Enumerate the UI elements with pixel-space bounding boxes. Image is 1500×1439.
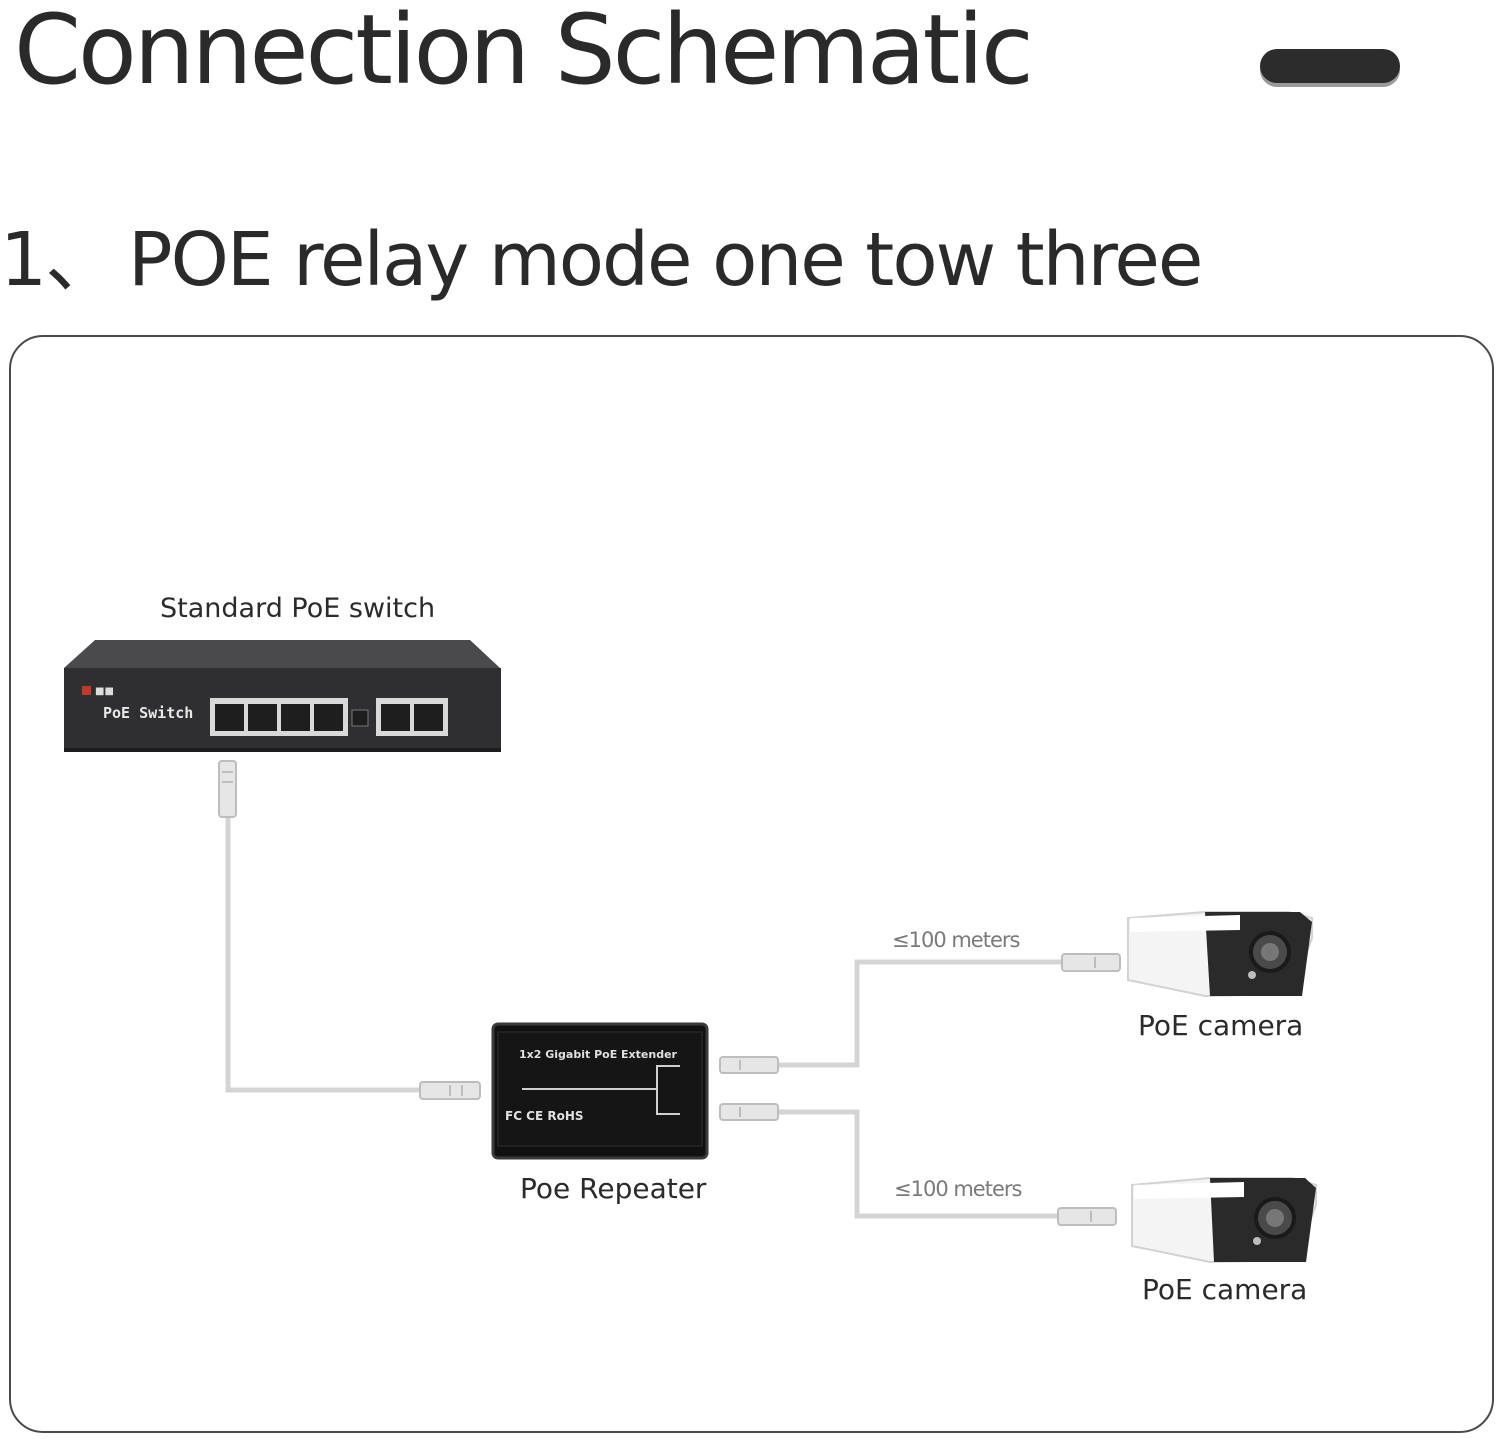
svg-text:■■: ■■ [95, 686, 114, 697]
cable-repeater-to-camera-2 [775, 1109, 1062, 1219]
rj45-connector-icon [419, 1081, 481, 1100]
distance-label-1: ≤100 meters [892, 928, 1020, 952]
poe-switch-device: ■■ PoE Switch [64, 640, 501, 752]
section-heading: 1、POE relay mode one tow three [0, 215, 1203, 305]
poe-camera-2-device [1131, 1177, 1317, 1264]
rj45-connector-icon [218, 760, 237, 818]
section-number: 1、 [0, 217, 119, 303]
svg-text:FC CE RoHS: FC CE RoHS [505, 1109, 584, 1123]
svg-text:PoE Switch: PoE Switch [103, 704, 193, 722]
poe-camera-1-device [1127, 911, 1313, 998]
svg-text:1x2 Gigabit PoE Extender: 1x2 Gigabit PoE Extender [519, 1048, 678, 1061]
page-title: Connection Schematic [14, 0, 1034, 106]
minimize-icon[interactable] [1260, 49, 1400, 83]
rj45-connector-icon [1057, 1207, 1117, 1226]
distance-label-2: ≤100 meters [894, 1177, 1022, 1201]
cable-repeater-to-camera-1 [775, 959, 1065, 1068]
rj45-connector-icon [719, 1103, 779, 1121]
rj45-connector-icon [1061, 953, 1121, 972]
switch-label: Standard PoE switch [160, 593, 436, 624]
section-title: POE relay mode one tow three [128, 217, 1203, 303]
poe-repeater-device: 1x2 Gigabit PoE Extender FC CE RoHS [491, 1022, 709, 1160]
cable-switch-to-repeater [225, 815, 425, 1093]
camera-1-label: PoE camera [1138, 1009, 1304, 1042]
repeater-label: Poe Repeater [520, 1172, 707, 1205]
rj45-connector-icon [719, 1056, 779, 1074]
diagram-frame [9, 335, 1494, 1433]
camera-2-label: PoE camera [1142, 1273, 1308, 1306]
